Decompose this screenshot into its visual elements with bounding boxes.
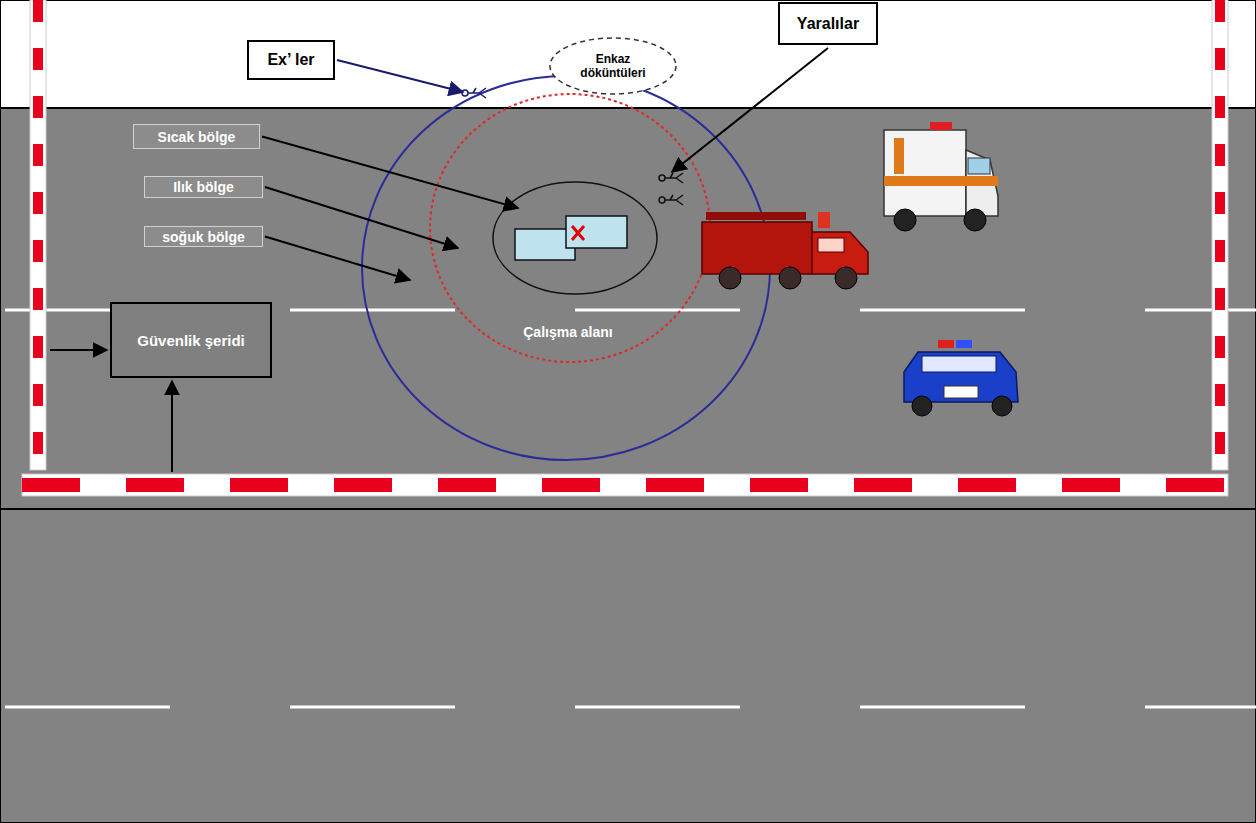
victim-head bbox=[659, 175, 665, 181]
ambulance bbox=[884, 122, 998, 231]
victim-head bbox=[659, 197, 665, 203]
truck-wheel bbox=[779, 267, 801, 289]
truck-ladder bbox=[706, 212, 806, 220]
sidewalk bbox=[0, 0, 1256, 108]
callout-box: Yaralılar bbox=[778, 2, 878, 45]
node-text: Ilık bölge bbox=[173, 179, 234, 195]
victim-head bbox=[462, 90, 468, 96]
leader-arrow bbox=[265, 187, 458, 248]
node-text: Güvenlik şeridi bbox=[137, 332, 245, 349]
truck-body bbox=[702, 222, 812, 274]
node-text: Ex’ ler bbox=[267, 51, 314, 69]
ambulance-window bbox=[968, 158, 990, 174]
victim-icon bbox=[462, 88, 486, 98]
hot-zone-circle bbox=[493, 182, 657, 294]
node-text: Enkaz döküntüleri bbox=[562, 52, 664, 80]
road-upper bbox=[0, 108, 1256, 510]
ellipse-outline bbox=[550, 38, 676, 94]
crashed-car bbox=[566, 216, 627, 248]
safety-tape bbox=[30, 0, 46, 470]
police-car bbox=[904, 340, 1018, 416]
leader-arrow bbox=[337, 60, 463, 92]
debris-ellipse: Enkaz döküntüleri bbox=[548, 36, 678, 96]
leader-arrow bbox=[672, 48, 828, 172]
victim-icon bbox=[659, 195, 683, 205]
ambulance-wheel bbox=[894, 209, 916, 231]
leader-arrow bbox=[50, 349, 107, 351]
node-text: soğuk bölge bbox=[162, 229, 244, 245]
victim-body bbox=[665, 195, 683, 205]
truck-light bbox=[818, 212, 830, 228]
median-line bbox=[0, 508, 1256, 510]
road-lower bbox=[0, 510, 1256, 823]
impact-mark bbox=[572, 226, 584, 240]
curb-line bbox=[0, 107, 1256, 109]
police-light bbox=[938, 340, 954, 348]
work-area-label: Çalışma alanı bbox=[523, 324, 613, 340]
truck-wheel bbox=[719, 267, 741, 289]
police-plate bbox=[944, 386, 978, 398]
truck-window bbox=[818, 238, 844, 252]
police-wheel bbox=[992, 396, 1012, 416]
police-light bbox=[956, 340, 972, 348]
fire-truck bbox=[702, 212, 868, 289]
safety-tape bbox=[1212, 0, 1228, 470]
ambulance-stripe bbox=[884, 176, 998, 186]
ambulance-light bbox=[930, 122, 952, 130]
ambulance-wheel bbox=[964, 209, 986, 231]
zone-label: Ilık bölge bbox=[144, 176, 263, 198]
safety-strip-box: Güvenlik şeridi bbox=[110, 302, 272, 378]
callout-box: Ex’ ler bbox=[247, 40, 335, 80]
victim-body bbox=[665, 173, 683, 183]
tape-stripe bbox=[22, 478, 1228, 492]
warm-zone-circle bbox=[430, 94, 710, 362]
truck-wheel bbox=[835, 267, 857, 289]
leader-arrow bbox=[265, 237, 410, 281]
police-wheel bbox=[912, 396, 932, 416]
victim-body bbox=[468, 88, 486, 98]
zone-label: soğuk bölge bbox=[144, 226, 263, 247]
victim-icon bbox=[659, 173, 683, 183]
tape-stripe bbox=[33, 0, 43, 470]
ambulance-box bbox=[884, 130, 966, 216]
truck-cab bbox=[812, 232, 868, 274]
police-body bbox=[904, 352, 1018, 402]
lane-marking bbox=[5, 706, 1256, 709]
node-text: Yaralılar bbox=[797, 15, 859, 33]
police-window bbox=[922, 356, 996, 372]
node-text: Sıcak bölge bbox=[158, 129, 236, 145]
leader-arrow bbox=[171, 381, 173, 472]
leader-arrow bbox=[262, 137, 518, 209]
tape-stripe bbox=[1215, 0, 1225, 470]
ambulance-stripe bbox=[894, 138, 904, 174]
zone-label: Sıcak bölge bbox=[133, 124, 260, 149]
safety-tape bbox=[22, 474, 1228, 496]
